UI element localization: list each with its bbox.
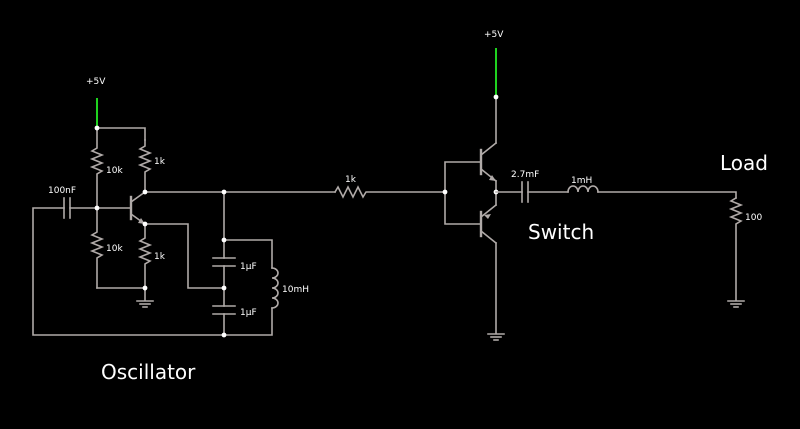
capacitor-tank-top (212, 257, 236, 267)
node-osc-collector (142, 189, 148, 195)
resistor-bias-top-label: 10k (106, 166, 123, 176)
capacitor-output (521, 181, 529, 203)
resistor-emitter-label: 1k (154, 252, 166, 262)
transistor-switch-pnp (479, 203, 498, 334)
transistor-oscillator (96, 190, 147, 226)
node-osc-ground (142, 285, 148, 291)
sw-base-upper-wire (444, 161, 482, 193)
switch-circuit: +5V (442, 30, 505, 341)
sw-ground-icon (487, 333, 505, 341)
resistor-collector (137, 139, 153, 193)
resistor-bias-top (89, 127, 105, 209)
node-tank-bottom (221, 332, 227, 338)
inductor-tank (271, 267, 279, 309)
node-osc-base (94, 205, 100, 211)
inductor-output (567, 185, 599, 193)
resistor-series-label: 1k (345, 175, 357, 185)
node-sw-supply (493, 94, 499, 100)
node-tank-top (221, 189, 227, 195)
inductor-tank-label: 10mH (282, 285, 309, 295)
emitter-feedback-wire (144, 223, 225, 289)
inductor-bottom-wire (223, 307, 273, 336)
resistor-bias-bottom-label: 10k (106, 244, 123, 254)
capacitor-tank-bottom-label: 1µF (240, 308, 257, 318)
oscillator-circuit: +5V 10k 10k 1k 1k (32, 77, 336, 338)
section-title-load: Load (720, 151, 768, 175)
resistor-load (728, 196, 744, 301)
sw-base-lower-wire (444, 191, 482, 225)
resistor-load-label: 100 (745, 213, 762, 223)
capacitor-tank-bottom (212, 305, 236, 315)
section-title-oscillator: Oscillator (101, 360, 196, 384)
node-osc-supply (94, 125, 100, 131)
section-title-switch: Switch (528, 220, 594, 244)
osc-supply-label: +5V (86, 77, 106, 87)
resistor-series (333, 185, 446, 199)
resistor-collector-label: 1k (154, 157, 166, 167)
load-ground-icon (727, 300, 745, 308)
capacitor-input (63, 197, 71, 219)
node-sw-base (442, 189, 448, 195)
feedback-wire (32, 207, 225, 336)
capacitor-tank-top-label: 1µF (240, 262, 257, 272)
node-tank-middle (221, 285, 227, 291)
capacitor-input-label: 100nF (48, 186, 76, 196)
resistor-bias-bottom (89, 207, 105, 289)
resistor-emitter (137, 223, 153, 291)
inductor-output-label: 1mH (571, 176, 592, 186)
transistor-switch-npn (479, 96, 498, 183)
inductor-top-wire (223, 239, 273, 269)
node-inductor-top (221, 237, 227, 243)
sw-supply-label: +5V (484, 30, 504, 40)
capacitor-output-label: 2.7mF (511, 170, 539, 180)
osc-ground-icon (136, 300, 154, 308)
node-osc-emitter (142, 221, 148, 227)
osc-top-wire (96, 127, 146, 141)
output-wire-3 (597, 191, 737, 199)
